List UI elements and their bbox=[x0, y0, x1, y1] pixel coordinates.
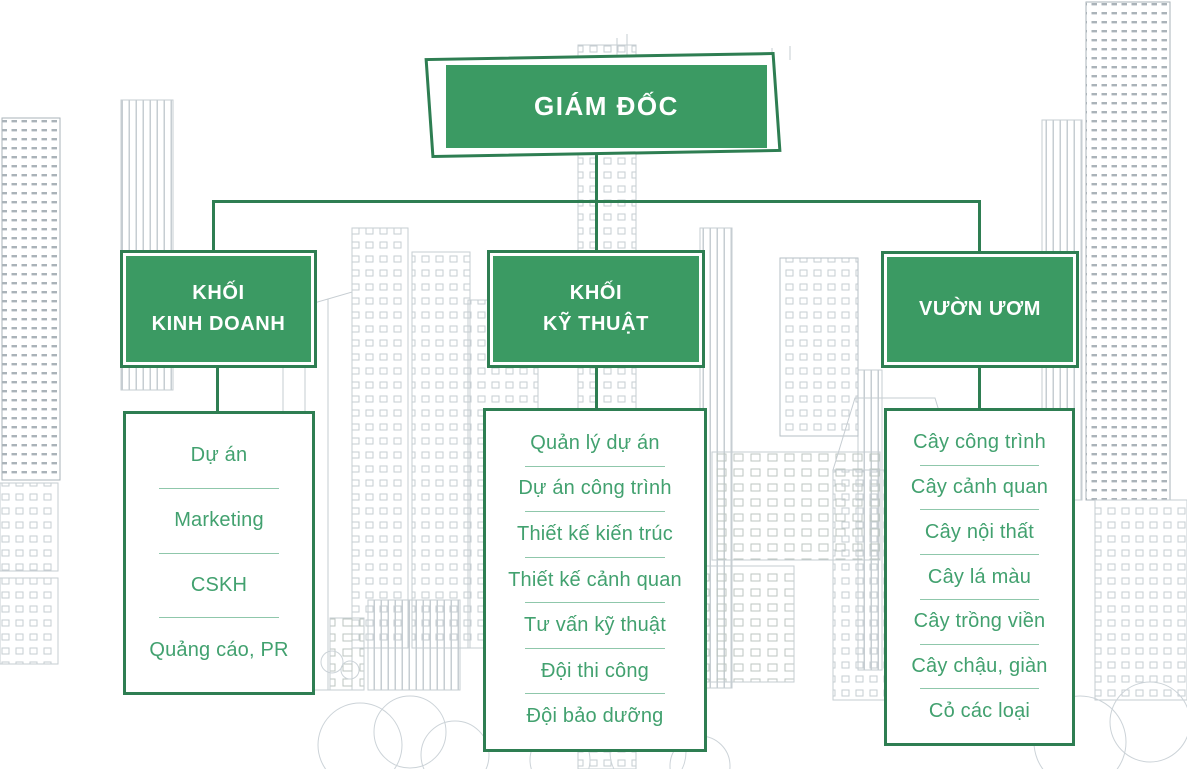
connector-main-horizontal bbox=[212, 200, 981, 203]
divider bbox=[525, 693, 665, 695]
list-item: CSKH bbox=[190, 573, 248, 596]
divider bbox=[920, 554, 1039, 556]
branch-header-label: KHỐI KINH DOANH bbox=[151, 282, 286, 335]
divider bbox=[920, 643, 1039, 645]
divider bbox=[525, 511, 665, 513]
connector-center-header-to-list bbox=[595, 365, 598, 411]
list-item: Đội thi công bbox=[540, 659, 649, 682]
connector-right-drop bbox=[978, 200, 981, 252]
connector-left-drop bbox=[212, 200, 215, 252]
branch-header-fill: KHỐI KỸ THUẬT bbox=[493, 256, 699, 362]
branch-header-fill: VƯỜN ƯƠM bbox=[887, 257, 1073, 362]
divider bbox=[920, 509, 1039, 511]
branch-header-khoi-ky-thuat: KHỐI KỸ THUẬT bbox=[487, 250, 705, 368]
list-item: Cây công trình bbox=[913, 431, 1046, 454]
list-item: Cây trồng viền bbox=[913, 610, 1046, 633]
divider bbox=[159, 617, 279, 619]
list-item: Marketing bbox=[174, 509, 264, 532]
branch-header-label: VƯỜN ƯƠM bbox=[918, 298, 1042, 320]
banner-fill: GIÁM ĐỐC bbox=[446, 65, 767, 148]
list-item: Thiết kế cảnh quan bbox=[508, 568, 682, 591]
divider bbox=[920, 464, 1039, 466]
branch-list-vuon-uom: Cây công trình Cây cảnh quan Cây nội thấ… bbox=[884, 408, 1075, 746]
list-item: Tư vấn kỹ thuật bbox=[523, 614, 666, 637]
connector-left-header-to-list bbox=[216, 365, 219, 413]
connector-right-header-to-list bbox=[978, 365, 981, 411]
list-item: Cây nội thất bbox=[924, 520, 1035, 543]
branch-list-khoi-ky-thuat: Quản lý dự án Dự án công trình Thiết kế … bbox=[483, 408, 707, 752]
list-item: Cây lá màu bbox=[927, 565, 1032, 588]
divider bbox=[159, 552, 279, 554]
divider bbox=[920, 598, 1039, 600]
branch-header-khoi-kinh-doanh: KHỐI KINH DOANH bbox=[120, 250, 317, 368]
root-node-giam-doc: GIÁM ĐỐC bbox=[424, 51, 782, 159]
divider bbox=[525, 465, 665, 467]
divider bbox=[525, 602, 665, 604]
list-item: Cây cảnh quan bbox=[910, 476, 1049, 499]
divider bbox=[920, 688, 1039, 690]
list-item: Cây chậu, giàn bbox=[911, 654, 1048, 677]
divider bbox=[525, 556, 665, 558]
divider bbox=[159, 487, 279, 489]
divider bbox=[525, 647, 665, 649]
root-node-label: GIÁM ĐỐC bbox=[534, 91, 679, 121]
branch-list-khoi-kinh-doanh: Dự án Marketing CSKH Quảng cáo, PR bbox=[123, 411, 315, 695]
list-item: Cỏ các loại bbox=[928, 699, 1031, 722]
list-item: Dự án công trình bbox=[518, 477, 672, 500]
branch-header-fill: KHỐI KINH DOANH bbox=[126, 256, 311, 362]
list-item: Quảng cáo, PR bbox=[149, 638, 289, 661]
branch-header-vuon-uom: VƯỜN ƯƠM bbox=[881, 251, 1079, 368]
list-item: Thiết kế kiến trúc bbox=[517, 522, 673, 545]
branch-header-label: KHỐI KỸ THUẬT bbox=[543, 282, 649, 335]
list-item: Quản lý dự án bbox=[530, 431, 660, 454]
list-item: Đội bảo dưỡng bbox=[526, 705, 664, 728]
list-item: Dự án bbox=[190, 444, 248, 467]
